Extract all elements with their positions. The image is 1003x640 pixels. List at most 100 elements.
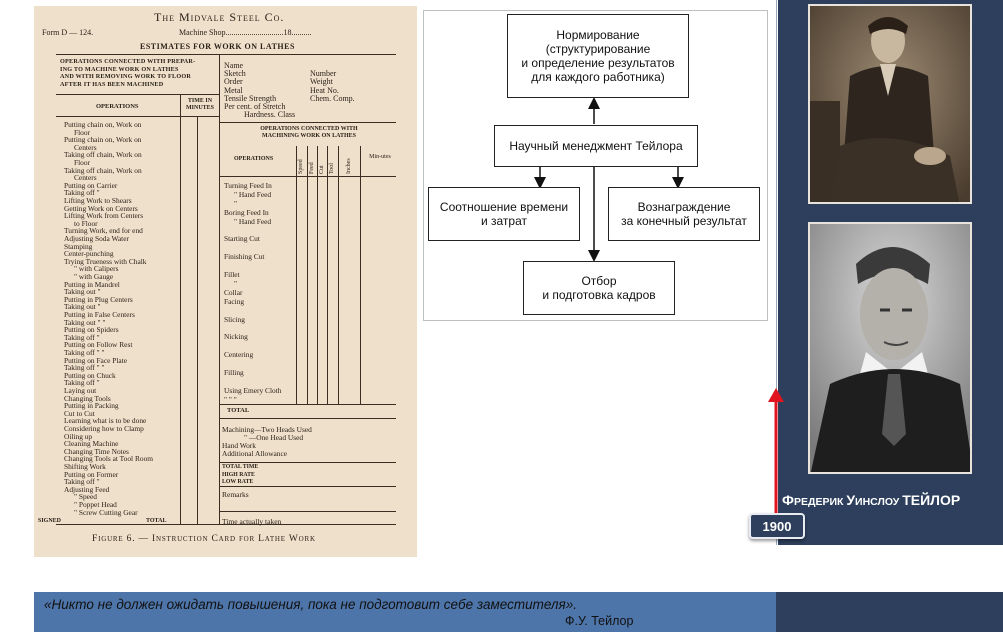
card-title: ESTIMATES FOR WORK ON LATHES [140, 42, 295, 51]
year-badge: 1900 [749, 513, 805, 539]
diagram-box-reward: Вознаграждение за конечный результат [608, 187, 760, 241]
machining-operation-line: " [234, 198, 238, 208]
operation-line: Taking off " [64, 378, 100, 388]
quote-bar [34, 592, 776, 632]
operation-line: Learning what is to be done [64, 416, 147, 426]
operation-line: Centers [74, 142, 97, 152]
operation-line: Changing Time Notes [64, 446, 129, 456]
card-caption: Figure 6. — Instruction Card for Lathe W… [92, 534, 316, 544]
machining-operation-line: Filling [224, 367, 244, 377]
machining-operation-line: " Hand Feed [234, 216, 272, 226]
operation-line: Taking off " " [64, 348, 105, 357]
operation-line: Floor [74, 158, 91, 167]
info-field-label: Heat No. [310, 85, 339, 95]
machining-column-head: Cut [319, 165, 325, 174]
diagram-arrows [534, 97, 684, 262]
operation-line: Taking off " [64, 188, 100, 198]
operation-line: Putting on Chuck [64, 370, 116, 380]
rates: TOTAL TIME HIGH RATE LOW RATE [222, 464, 259, 485]
quote-bar-dark [776, 592, 1003, 632]
machining-operation-line: Boring Feed In [224, 207, 269, 217]
operation-line: Putting chain on, Work on [64, 135, 142, 145]
operations-header: OPERATIONS [96, 103, 139, 110]
machining-ops-header: OPERATIONS [234, 156, 274, 162]
info-field-label: Hardness. Class [244, 110, 296, 120]
card-form: Form D — 124. [42, 28, 94, 37]
operation-line: Taking out " [64, 287, 101, 297]
operation-line: Taking off chain, Work on [64, 165, 142, 175]
operation-line: Stamping [64, 241, 93, 251]
operation-line: Center-punching [64, 249, 114, 259]
diagram-box-selection: Отбор и подготовка кадров [523, 261, 675, 315]
operation-line: Putting in False Centers [64, 310, 135, 319]
info-field-label: Chem. Comp. [310, 93, 355, 103]
card-company: The Midvale Steel Co. [154, 10, 285, 24]
operation-line: Taking out " [64, 302, 101, 312]
operation-line: " with Gauge [74, 272, 114, 281]
remarks-label: Remarks [222, 490, 249, 499]
operation-line: Cleaning Machine [64, 439, 119, 449]
operation-line: Oiling up [64, 431, 93, 441]
quote-author: Ф.У. Тейлор [565, 614, 634, 628]
machining-operation-line: Collar [224, 287, 243, 297]
machining-column-head: Feed [309, 162, 315, 174]
operation-line: Considering how to Clamp [64, 424, 144, 433]
machining-operation-line: Using Emery Cloth [224, 385, 282, 395]
operation-line: Putting in Mandrel [64, 279, 120, 289]
operation-line: Putting in Plug Centers [64, 294, 133, 304]
operation-line: " Poppet Head [74, 500, 117, 509]
operation-line: Shifting Work [64, 462, 106, 471]
taylor-management-diagram: Нормирование (структурирование и определ… [423, 10, 768, 321]
operation-line: Trying Trueness with Chalk [64, 256, 147, 266]
instruction-card-scan: The Midvale Steel Co. Form D — 124. Mach… [34, 6, 417, 557]
operation-line: Taking out " " [64, 317, 106, 327]
machining-column-head: Min-utes [369, 154, 391, 160]
machining-operation-line: " [234, 278, 238, 288]
diagram-box-center: Научный менеджмент Тейлора [494, 125, 698, 167]
operation-line: Putting on Carrier [64, 180, 118, 190]
operation-line: Putting in Packing [64, 401, 119, 411]
machining-operation-line: Centering [224, 350, 254, 360]
operation-line: Changing Tools at Tool Room [64, 454, 154, 464]
operation-line: Lifting Work from Centers [64, 211, 144, 221]
operation-line: Floor [74, 127, 91, 137]
machining-lines: Machining—Two Heads Used " —One Head Use… [222, 425, 312, 458]
info-field-label: Tensile Strength [224, 93, 277, 103]
signed-label: SIGNED [38, 518, 62, 524]
machining-column-head: Tool [329, 163, 335, 174]
info-field-label: Weight [310, 77, 333, 87]
taylor-portrait-photo [808, 222, 972, 474]
timeline-red-arrow [768, 388, 784, 514]
operation-line: " Screw Cutting Gear [74, 507, 138, 517]
info-field-label: Name [224, 61, 244, 70]
quote-text: «Никто не должен ожидать повышения, пока… [44, 597, 578, 612]
operation-line: Laying out [64, 386, 97, 395]
operation-line: Adjusting Feed [64, 484, 110, 494]
portrait-name: ФРЕДЕРИК УИНСЛОУ ТЕЙЛОР [782, 492, 961, 508]
machining-operation-line: Starting Cut [224, 234, 260, 244]
operation-line: Taking off " [64, 332, 100, 342]
time-header: TIME IN MINUTES [185, 98, 214, 111]
operation-line: Changing Tools [64, 393, 111, 403]
machining-column-head: Inches [346, 158, 352, 174]
machining-operation-line: Turning Feed In [224, 181, 272, 190]
operation-line: Putting on Face Plate [64, 355, 128, 365]
operation-line: Cut to Cut [64, 408, 95, 418]
operation-line: Taking off " " [64, 363, 105, 373]
operation-line: Putting on Spiders [64, 325, 119, 335]
machining-operation-line: " " " [224, 394, 237, 404]
operation-line: Putting on Follow Rest [64, 340, 133, 350]
operation-line: Turning Work, end for end [64, 226, 143, 236]
operation-line: Getting Work on Centers [64, 203, 138, 213]
info-field-label: Number [310, 69, 337, 79]
prep-header: OPERATIONS CONNECTED WITH PREPAR- ING TO… [60, 58, 196, 88]
info-field-label: Metal [224, 85, 243, 95]
diagram-box-normalization: Нормирование (структурирование и определ… [507, 14, 689, 98]
info-field-label: Per cent. of Stretch [224, 102, 286, 111]
machining-operation-line: Facing [224, 296, 245, 306]
time-taken-label: Time actually taken [222, 517, 282, 526]
operation-line: Putting chain on, Work on [64, 120, 142, 129]
operation-line: Centers [74, 173, 97, 183]
operation-line: Lifting Work to Shears [64, 196, 132, 205]
machining-operation-line: " Hand Feed [234, 189, 272, 199]
